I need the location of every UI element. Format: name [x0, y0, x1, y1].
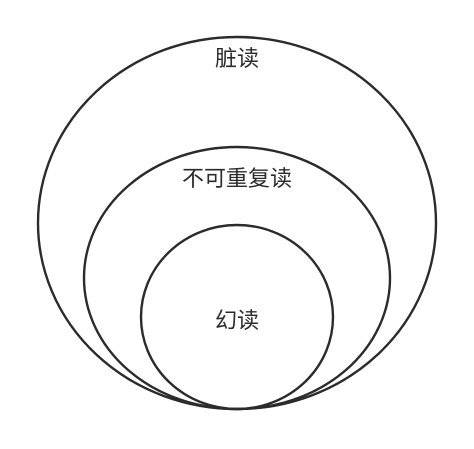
inner-set-label: 幻读: [215, 309, 259, 334]
middle-set-label: 不可重复读: [182, 167, 292, 192]
outer-set-label: 脏读: [215, 47, 259, 72]
inner-set-circle: [139, 223, 335, 411]
